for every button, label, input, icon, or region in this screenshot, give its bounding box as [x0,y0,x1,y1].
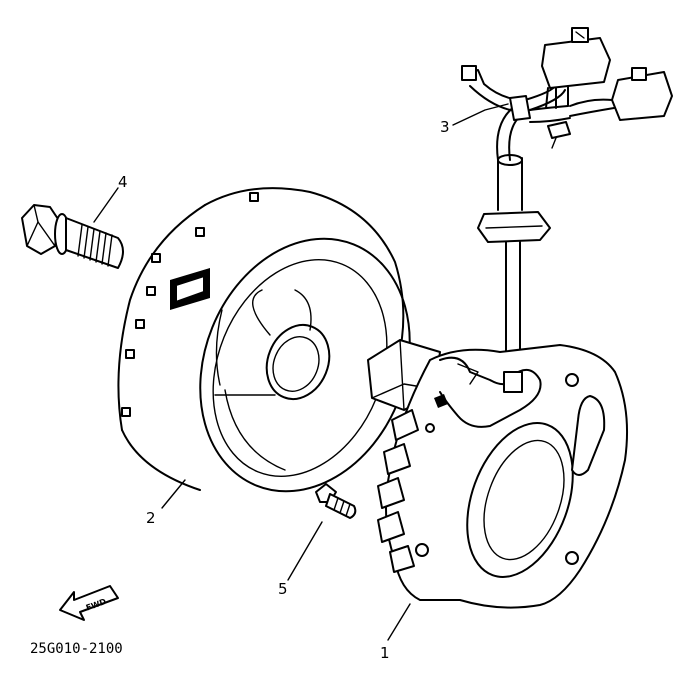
forward-arrow-icon: FWD [59,585,119,621]
callout-2: 2 [146,509,156,527]
callout-4: 4 [118,173,128,191]
leader-lines [93,103,509,641]
callout-3: 3 [440,118,450,136]
pickup-coil-harness [461,27,673,373]
flange-bolt [21,204,124,269]
rotor-flywheel [117,187,411,493]
screw [315,483,357,519]
callout-5: 5 [278,580,288,598]
callout-1: 1 [380,644,390,662]
part-code: 25G010-2100 [30,641,123,657]
stator-assembly [367,339,629,609]
